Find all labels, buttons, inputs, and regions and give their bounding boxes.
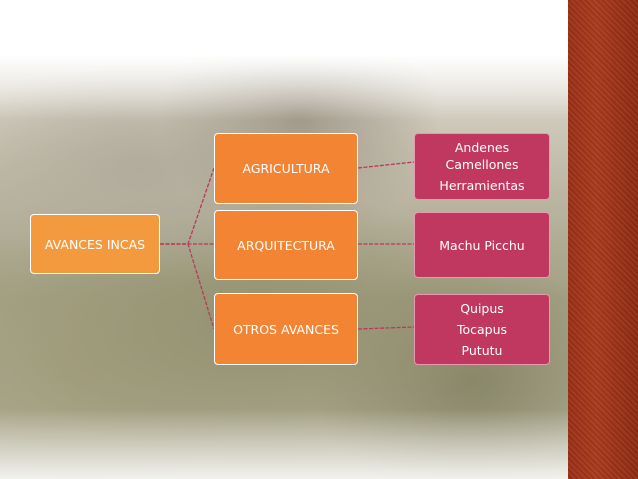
- detail-node-agricultura: Andenes Camellones Herramientas: [414, 133, 550, 200]
- detail-item: Camellones: [445, 157, 519, 172]
- detail-item: Quipus: [460, 301, 504, 316]
- connector-root-agricultura: [160, 167, 215, 245]
- root-node: AVANCES INCAS: [30, 214, 160, 274]
- detail-item: Pututu: [461, 343, 503, 358]
- connector-lines: [160, 161, 415, 330]
- branch-label-otros-avances: OTROS AVANCES: [233, 321, 339, 337]
- connector-otros-details: [357, 326, 415, 330]
- detail-item: Andenes: [454, 140, 510, 155]
- branch-node-arquitectura: ARQUITECTURA: [214, 210, 358, 280]
- connector-agricultura-details: [357, 161, 415, 169]
- detail-item: Tocapus: [456, 322, 508, 337]
- detail-item: Machu Picchu: [439, 237, 525, 253]
- detail-item: Herramientas: [439, 178, 525, 193]
- branch-label-arquitectura: ARQUITECTURA: [237, 237, 335, 253]
- branch-node-agricultura: AGRICULTURA: [214, 133, 358, 204]
- root-node-label: AVANCES INCAS: [44, 236, 146, 252]
- branch-label-agricultura: AGRICULTURA: [242, 161, 330, 176]
- connector-root-otros: [160, 243, 215, 330]
- right-decorative-band: [568, 0, 638, 479]
- branch-node-otros-avances: OTROS AVANCES: [214, 293, 358, 365]
- detail-node-otros-avances: Quipus Tocapus Pututu: [414, 294, 550, 365]
- detail-node-arquitectura: Machu Picchu: [414, 212, 550, 278]
